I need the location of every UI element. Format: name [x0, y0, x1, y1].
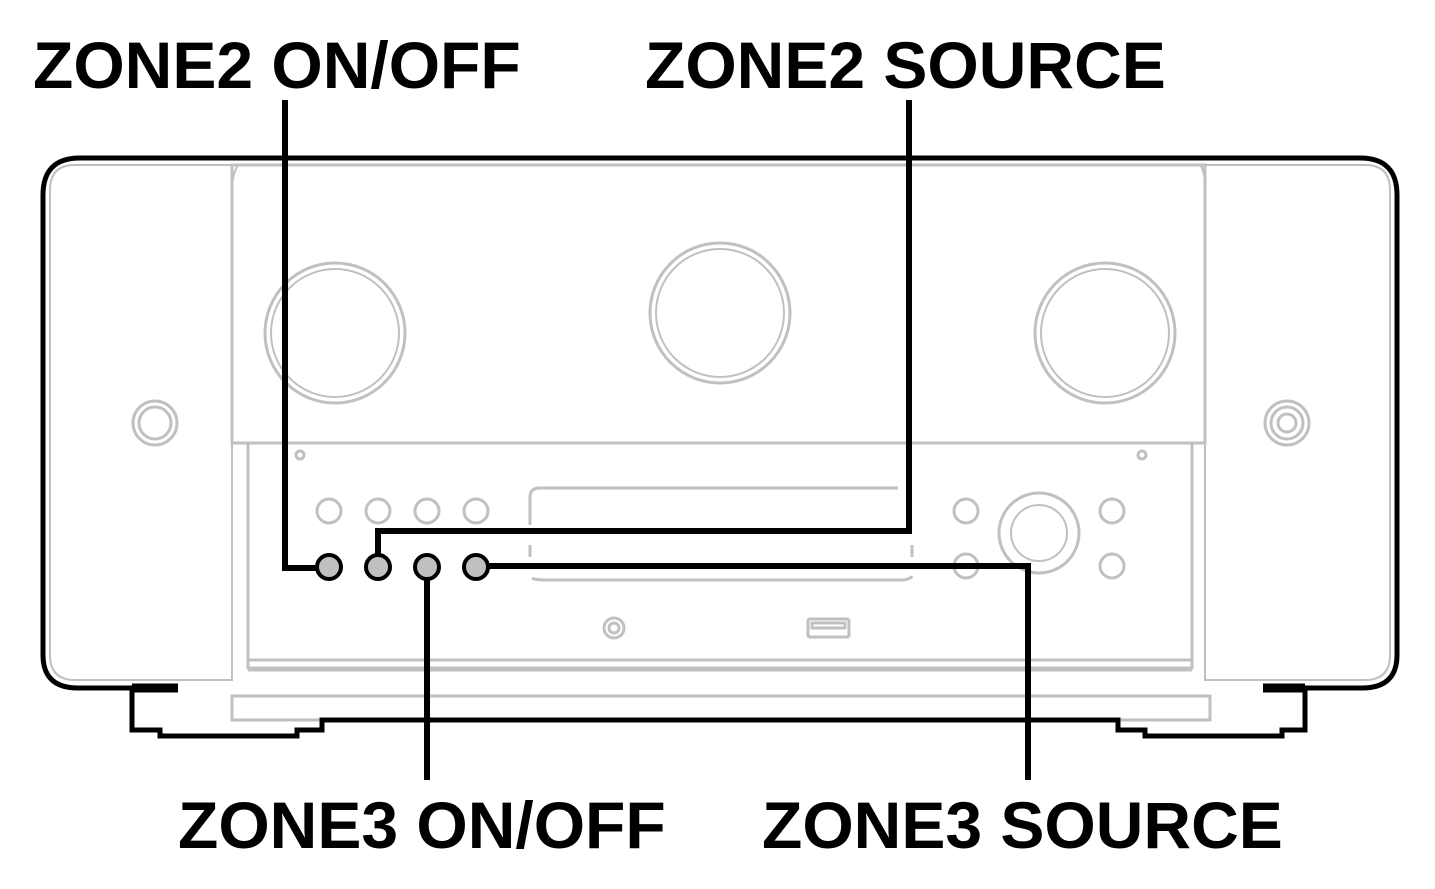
label-zone3-onoff: ZONE3 ON/OFF [178, 788, 666, 862]
callout-zone3-source [488, 563, 1031, 780]
callout-zone2-source [375, 100, 912, 555]
zone3-source-button [462, 553, 490, 581]
zone2-source-button [364, 553, 392, 581]
label-zone3-source: ZONE3 SOURCE [762, 788, 1283, 862]
label-zone2-source: ZONE2 SOURCE [645, 28, 1166, 102]
callout-zone2-onoff [282, 100, 318, 571]
zone2-onoff-button [315, 553, 343, 581]
callout-lines [282, 100, 1031, 780]
device-body [49, 163, 1391, 722]
device-outline [40, 155, 1400, 739]
zone-buttons [315, 553, 490, 581]
label-zone2-onoff: ZONE2 ON/OFF [33, 28, 521, 102]
zone3-onoff-button [413, 553, 441, 581]
